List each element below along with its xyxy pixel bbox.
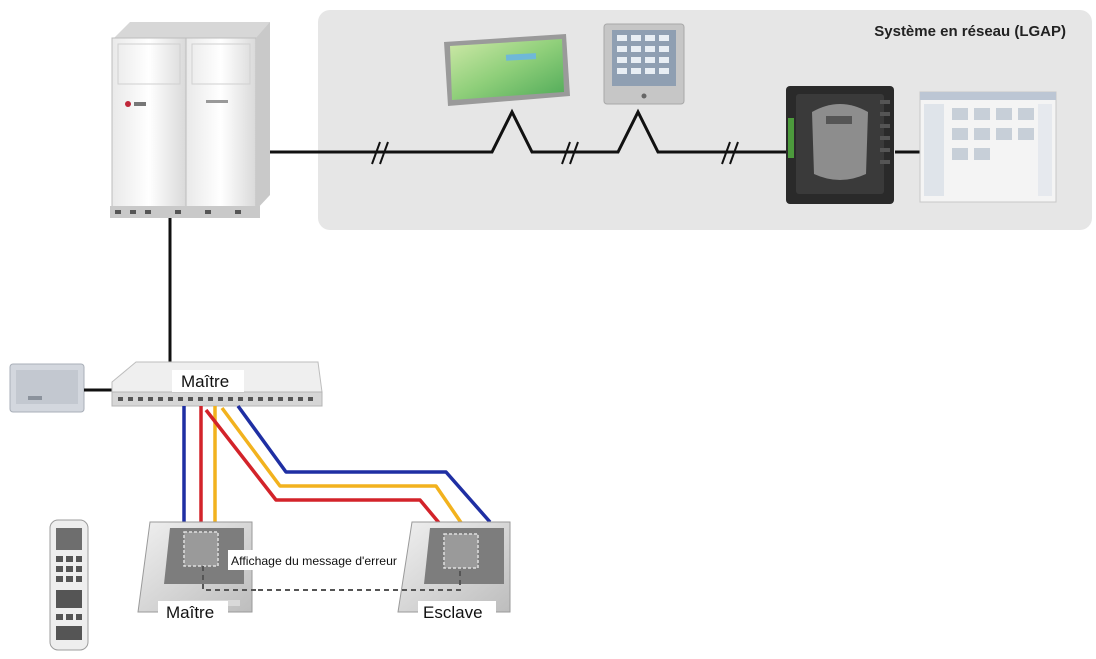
signal-wires [182,404,492,526]
central-controller-box-icon [9,363,85,413]
wire-yellow-slave [220,406,464,525]
wire-blue-slave [236,404,492,524]
indoor-unit-switch-icon [111,361,323,407]
touch-screen-controller-icon [444,34,570,106]
wire-red-slave [204,408,442,526]
error-message-bg [228,550,400,570]
keypad-controller-icon [603,23,685,105]
gateway-module-icon [786,86,894,204]
outdoor-unit-icon [110,22,270,218]
remote-slave-label: Esclave [423,603,483,622]
switch-label-bg [172,370,244,392]
pc-software-screen-icon [919,91,1057,203]
wired-remote-slave-icon [397,521,511,613]
network-panel-title: Système en réseau (LGAP) [874,23,1066,40]
remote-master-label-bg [158,601,228,623]
wired-remote-master-icon [137,521,253,613]
handheld-remote-icon [49,519,89,651]
remote-master-label: Maître [166,603,214,622]
error-message-label: Affichage du message d'erreur [231,554,397,568]
switch-master-label: Maître [181,372,229,391]
cable-break-marks [371,141,739,165]
error-message-connector [202,566,461,591]
remote-slave-label-bg [418,601,496,623]
